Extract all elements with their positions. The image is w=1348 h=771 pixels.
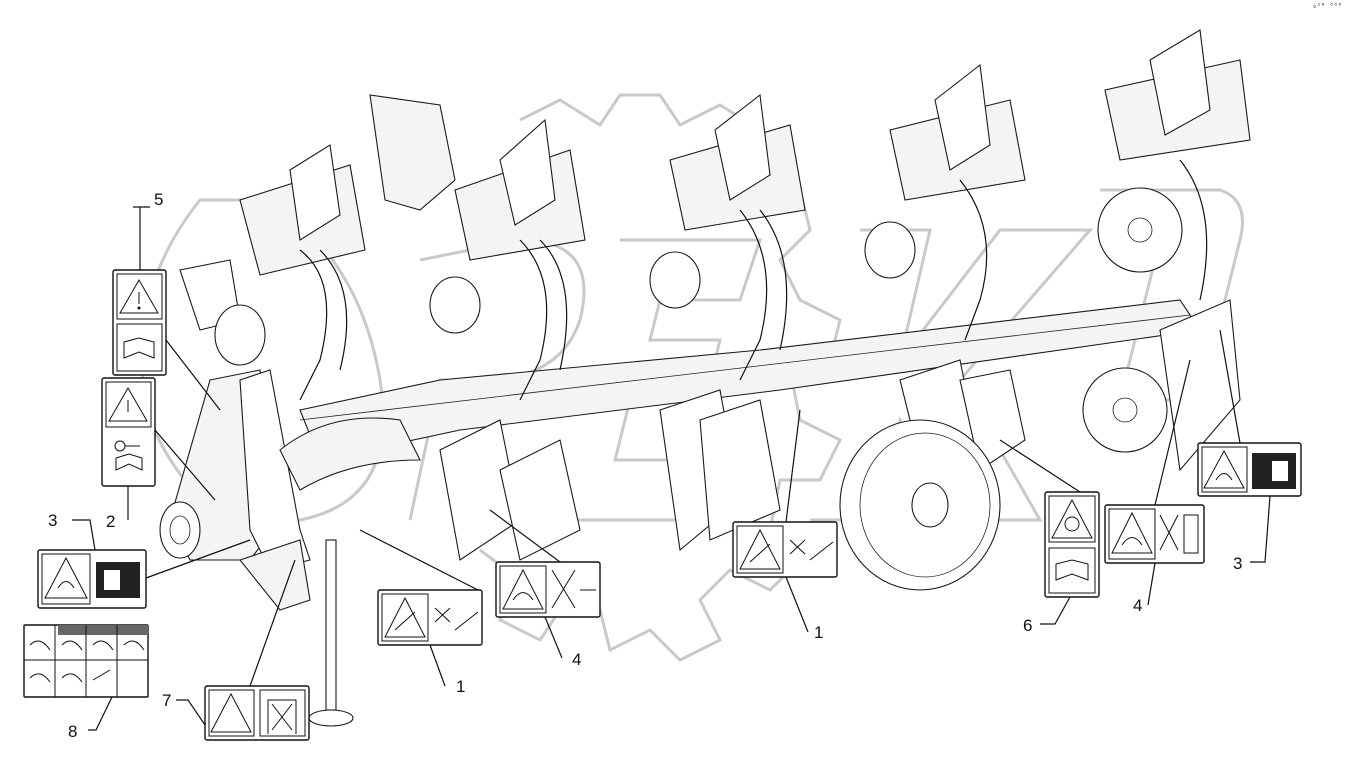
leader-lines: [72, 206, 1271, 731]
plough-body-2: [429, 118, 586, 561]
callout-4-right: 4: [1133, 596, 1142, 615]
callout-7: 7: [162, 691, 171, 710]
plough-body-3: [649, 93, 806, 552]
callout-1-left: 1: [456, 677, 465, 696]
callout-labels: 5 2 3 8 7 1 4 1 6 4 3: [48, 190, 1242, 741]
corner-code: ₀²⁰ ⁰⁰⁰: [1312, 2, 1342, 10]
decal-instruction-grid: [23, 624, 149, 698]
callout-5: 5: [154, 190, 163, 209]
decal-cut-hand-right: [732, 521, 838, 578]
callout-4-left: 4: [572, 650, 581, 669]
decal-crush-hand-left: [37, 549, 147, 609]
plough-body-5: [1082, 29, 1251, 472]
decal-warning-key-manual: [101, 377, 156, 487]
callout-8: 8: [68, 722, 77, 741]
decal-pinch-distance-right: [1104, 504, 1205, 564]
callout-6: 6: [1023, 616, 1032, 635]
decal-pinch-distance-left: [495, 561, 601, 618]
decal-cut-hand-left: [377, 589, 483, 646]
decal-pressure-manual: [1044, 491, 1100, 598]
plough-frame: [159, 94, 1201, 727]
callout-2: 2: [106, 512, 115, 531]
plough-body-1: [179, 144, 366, 401]
decal-warning-manual: [112, 269, 167, 376]
depth-wheel: [839, 419, 1001, 591]
callout-3-left: 3: [48, 511, 57, 530]
callout-1-right: 1: [814, 623, 823, 642]
decal-crush-hand-right: [1197, 442, 1302, 497]
decal-crush-stand: [204, 685, 310, 741]
plough-bodies: [179, 29, 1251, 561]
callout-3-right: 3: [1233, 554, 1242, 573]
